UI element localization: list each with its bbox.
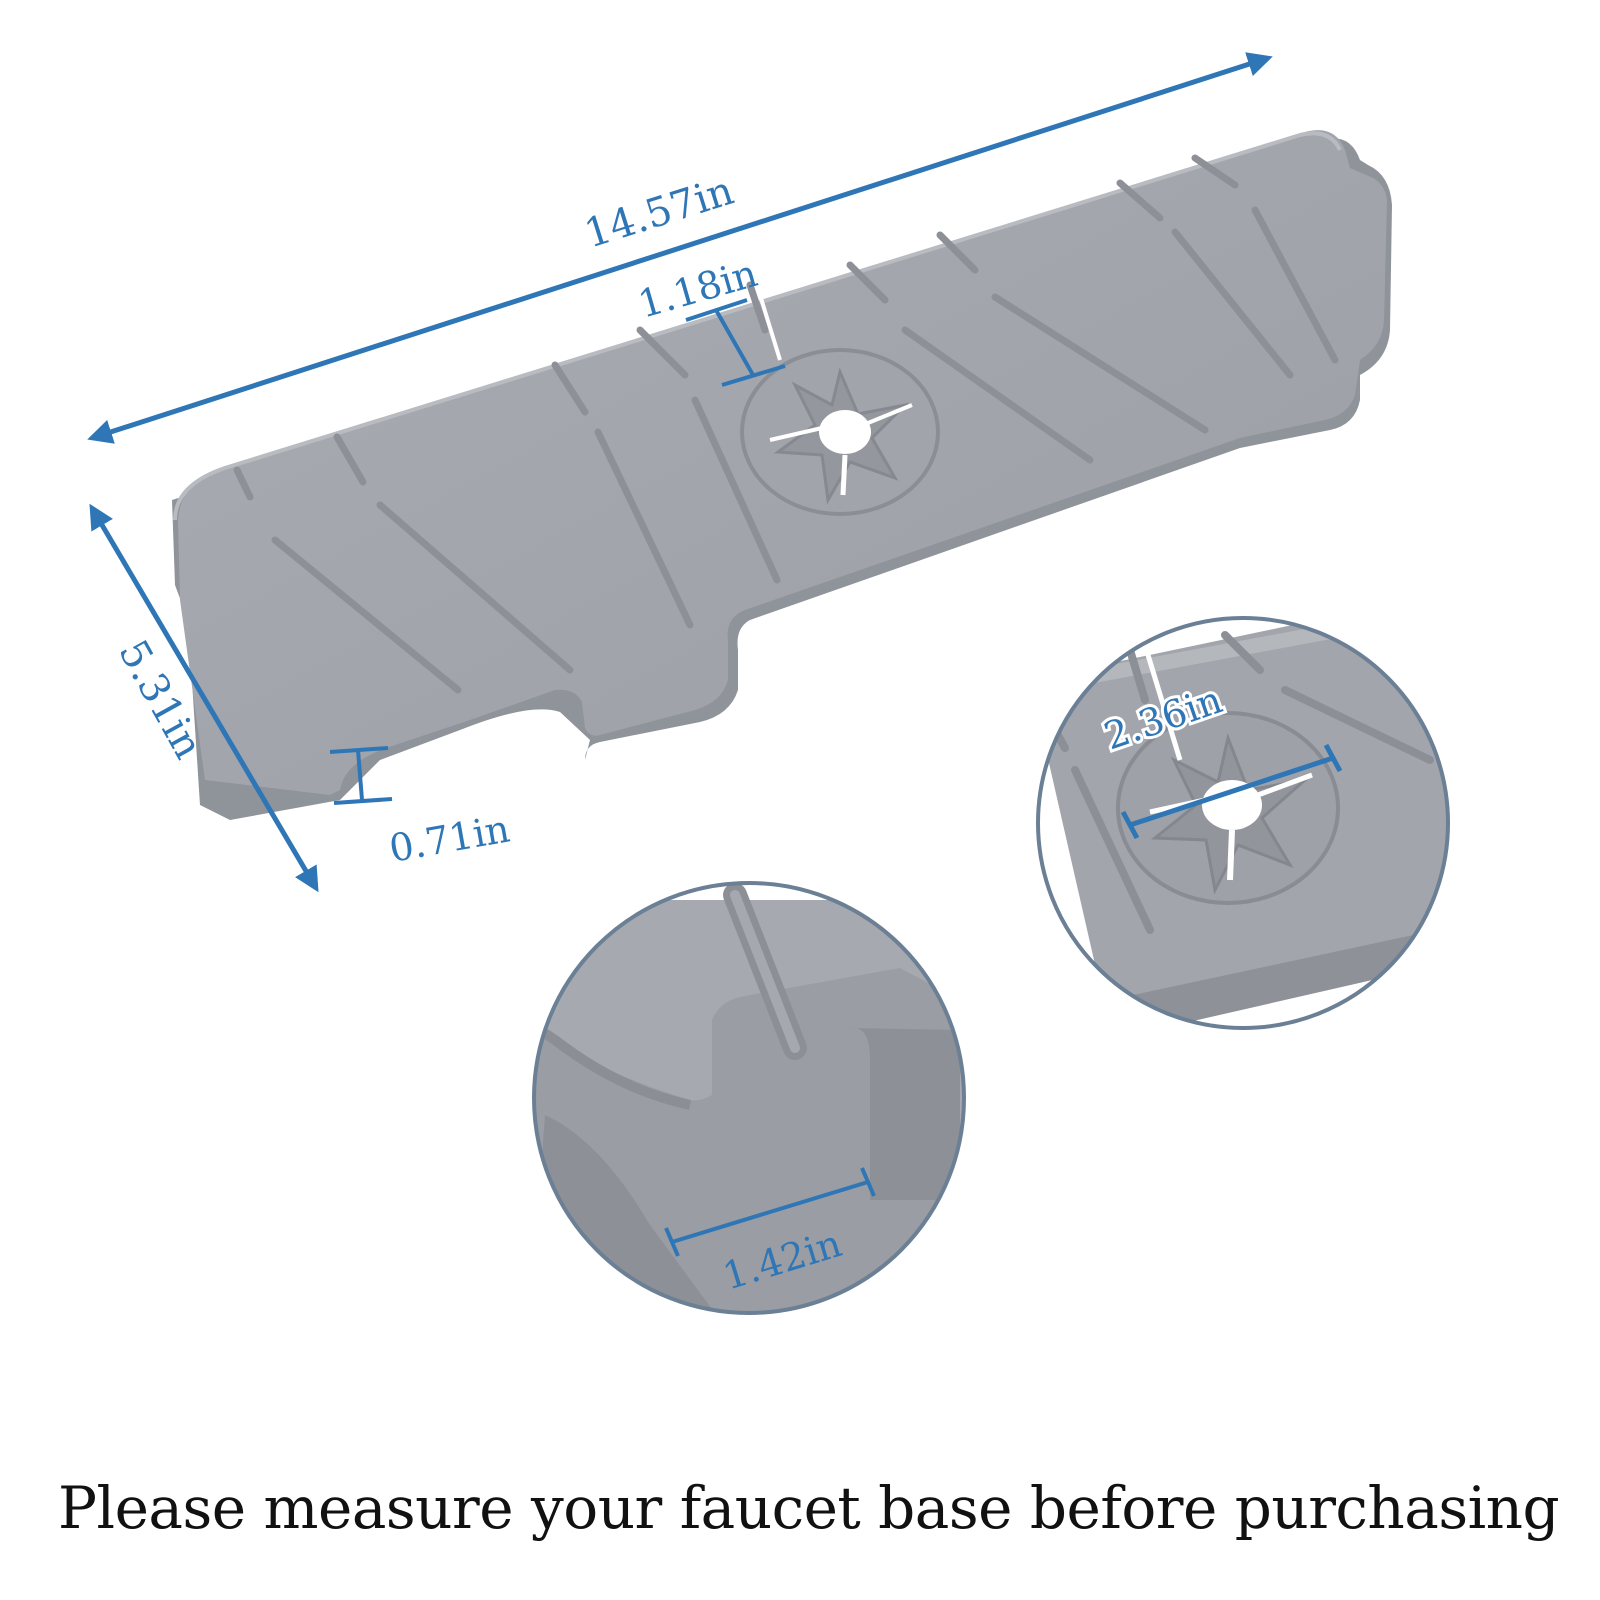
dimension-bracket-icon [1120,743,1343,840]
double-arrow-icon [87,52,1273,444]
dimension-bracket-icon [329,746,393,805]
caption: Please measure your faucet base before p… [58,1474,1560,1542]
dimension-bracket-icon [664,1167,876,1257]
edge-dimension: 0.71in [329,746,513,871]
double-arrow-icon [89,503,319,893]
length-label: 14.57in [579,168,739,258]
notch-detail-inset: 1.42in [532,881,966,1315]
hole-detail-inset: 2.36in [1036,616,1450,1030]
edge-height-label: 0.71in [386,806,513,870]
dimension-bracket-icon [685,298,786,387]
